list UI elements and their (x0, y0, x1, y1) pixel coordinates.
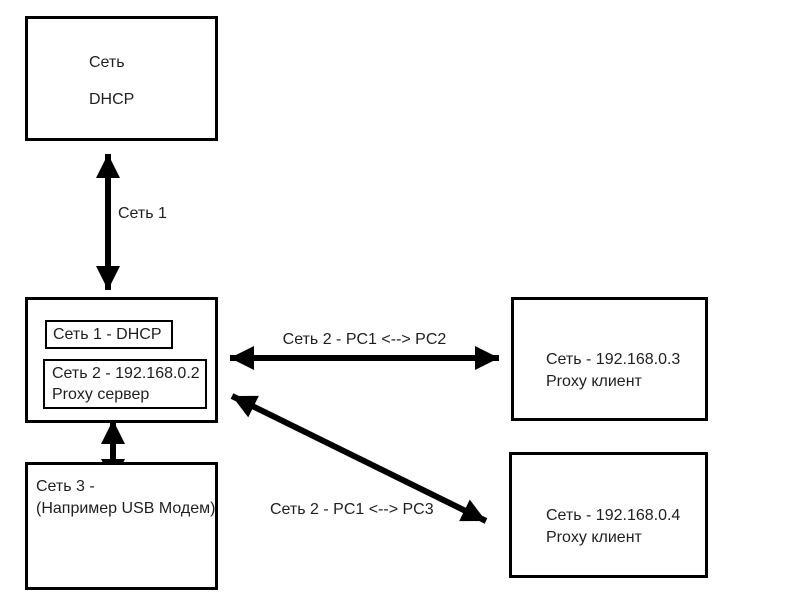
node-internet-line1: Сеть (89, 54, 125, 71)
node-internet-dhcp: Сеть DHCP (25, 16, 218, 141)
edge-net1-label: Сеть 1 (118, 205, 167, 222)
node-proxy-client-1: Сеть - 192.168.0.3 Proxy клиент (511, 297, 708, 421)
gateway-port2-line1: Сеть 2 - 192.168.0.2 (52, 365, 200, 382)
node-proxy-server: Сеть 1 - DHCP Сеть 2 - 192.168.0.2 Proxy… (25, 297, 218, 423)
node-internet-line2: DHCP (89, 91, 135, 108)
gateway-port2-line2: Proxy сервер (52, 386, 150, 403)
modem-line1: Сеть 3 - (36, 478, 95, 495)
modem-line2: (Например USB Модем) (36, 500, 216, 517)
client2-line1: Сеть - 192.168.0.4 (546, 507, 681, 524)
node-proxy-client-2: Сеть - 192.168.0.4 Proxy клиент (509, 452, 708, 578)
node-usb-modem: Сеть 3 - (Например USB Модем) (25, 462, 218, 590)
client2-line2: Proxy клиент (546, 529, 642, 546)
gateway-port2-box: Сеть 2 - 192.168.0.2 Proxy сервер (43, 359, 207, 409)
client1-line1: Сеть - 192.168.0.3 (546, 351, 681, 368)
edge-net2-pc1-pc2-label: Сеть 2 - PC1 <--> PC2 (282, 331, 447, 348)
gateway-port1-label: Сеть 1 - DHCP (53, 326, 162, 343)
gateway-port1-box: Сеть 1 - DHCP (45, 320, 173, 349)
edge-net2-pc1-pc3-label: Сеть 2 - PC1 <--> PC3 (270, 501, 434, 518)
client1-line2: Proxy клиент (546, 373, 642, 390)
